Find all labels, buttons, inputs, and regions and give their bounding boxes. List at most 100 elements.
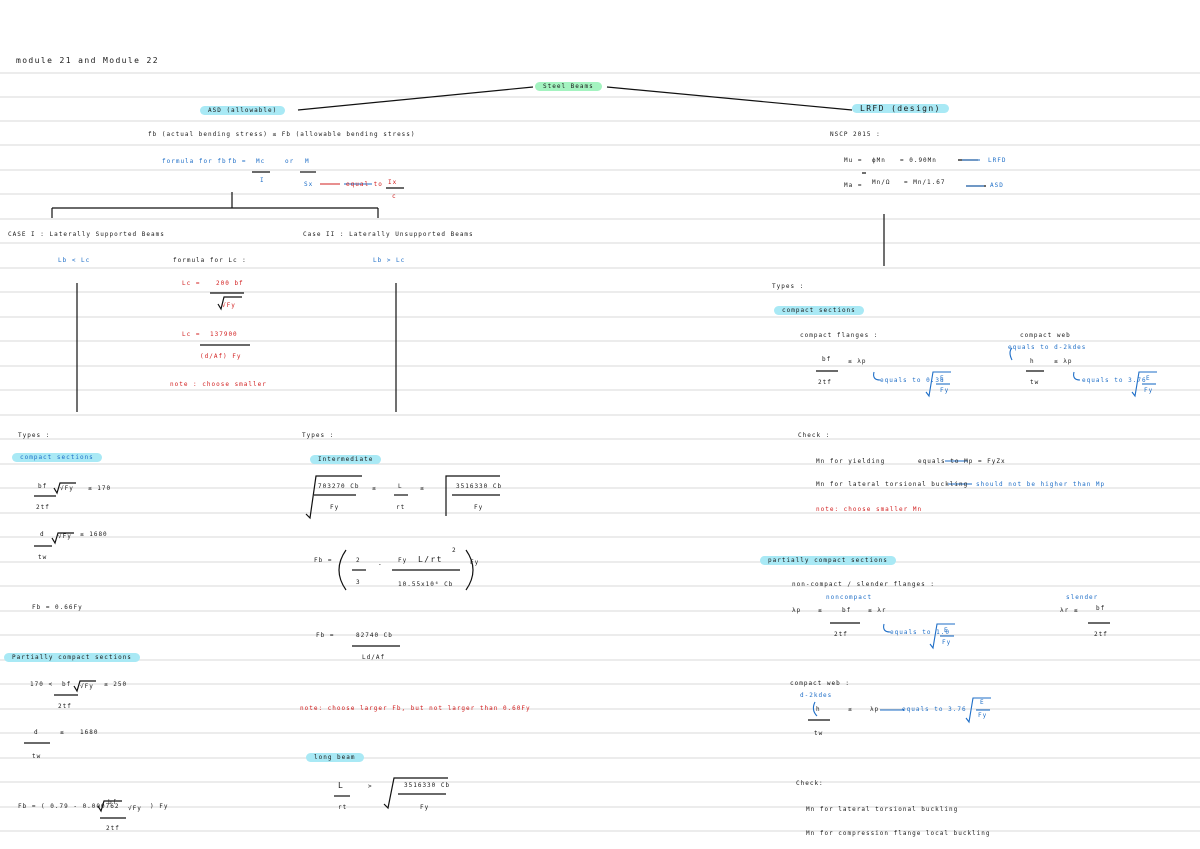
lb-gt-lc: Lb > Lc (373, 257, 406, 264)
formula-lc-label: formula for Lc : (173, 257, 247, 264)
topic-steel-beams: Steel Beams (535, 82, 602, 91)
long-l: L (338, 781, 345, 790)
branch-to-lrfd (606, 86, 853, 111)
fb-definition: fb (actual bending stress) ≤ Fb (allowab… (148, 131, 416, 138)
cf-fy: Fy (940, 387, 950, 394)
fb-mc: Mc (256, 158, 266, 165)
long-rt: rt (338, 804, 348, 811)
formula-fb-label: formula for fb (162, 158, 227, 165)
eq-167: = Mn/1.67 (904, 179, 946, 186)
fb-066: Fb = 0.66Fy (32, 604, 83, 611)
int-b-num: 3516330 Cb (456, 483, 503, 490)
c1-den: 2tf (36, 504, 50, 511)
compact-web-label: compact web (1020, 332, 1071, 339)
p1-den: 2tf (58, 703, 72, 710)
mu-lhs: Mu = (844, 157, 863, 164)
c2-num: d (40, 531, 45, 538)
cw2-num: h (816, 706, 821, 713)
eq-090: = 0.90Mn (900, 157, 937, 164)
nc-eq: equals to 1.0 (890, 629, 950, 636)
mn-ltb2: Mn for lateral torsional buckling (806, 806, 959, 813)
note-choose-smaller-lc: note : choose smaller (170, 381, 267, 388)
fb-sx: Sx (304, 181, 314, 188)
lc1-num: 200 bf (216, 280, 244, 287)
equals-to-label: equal to (346, 181, 383, 188)
lc1-den: √Fy (222, 302, 236, 309)
cw-eq: equals to 3.76 (1082, 377, 1147, 384)
p1-mid: √Fy (80, 683, 94, 690)
fb-i: I (260, 177, 265, 184)
asd-heading: ASD (allowable) (200, 106, 286, 115)
mn-flb: Mn for compression flange local buckling (806, 830, 991, 837)
p1-lhs: 170 < (30, 681, 54, 688)
cw-den: tw (1030, 379, 1040, 386)
int-le-1: ≤ (372, 485, 377, 492)
cw-note: equals to d-2kdes (1008, 344, 1087, 351)
cf-num: bf (822, 356, 832, 363)
case-2-title: Case II : Laterally Unsupported Beams (303, 231, 474, 238)
cw2-fy: Fy (978, 712, 988, 719)
fb-int-end: Fy (470, 559, 480, 566)
cf-rel: ≤ λp (848, 358, 867, 365)
fb-partial-fy: √Fy (128, 805, 142, 812)
long-gt: > (368, 783, 373, 790)
p2-val: 1680 (80, 729, 99, 736)
tag-asd: ASD (990, 182, 1004, 189)
case-1-title: CASE I : Laterally Supported Beams (8, 231, 165, 238)
lc2-lhs: Lc = (182, 331, 201, 338)
int-le-2: ≤ (420, 485, 425, 492)
cw-rel: ≤ λp (1054, 358, 1073, 365)
fb-int-2: 2 (356, 557, 361, 564)
int-rt: rt (396, 504, 406, 511)
p2-rel: ≤ (60, 729, 65, 736)
asd-types2-label: Types : (302, 432, 335, 439)
fb-partial-bf: bf (108, 799, 118, 806)
fb-int-lhs: Fb = (314, 557, 333, 564)
long-num: 3516330 Cb (404, 782, 451, 789)
cw2-note: d-2kdes (800, 692, 833, 699)
ix-num: Ix (388, 179, 398, 186)
ma-lhs: Ma = (844, 182, 863, 189)
cw2-lp: λp (870, 706, 880, 713)
cf-e: E (940, 375, 945, 382)
nc-le: ≤ (818, 607, 823, 614)
long-beam-label: long beam (306, 753, 364, 762)
fb-m: M (305, 158, 310, 165)
mn-yielding: Mn for yielding (816, 458, 886, 465)
sl-num: bf (1096, 605, 1106, 612)
nc-fy: Fy (942, 639, 952, 646)
mn-omega: Mn/Ω (872, 179, 891, 186)
note-choose-larger-fb: note: choose larger Fb, but not larger t… (300, 705, 531, 712)
fb-int-lrt: L/rt (418, 555, 443, 564)
phi-mn: ϕMn (872, 157, 886, 164)
p1-rel: ≤ 250 (104, 681, 128, 688)
sl-den: 2tf (1094, 631, 1108, 638)
fb-or: or (285, 158, 295, 165)
cw2-rel: ≤ (848, 706, 853, 713)
fb-long-lhs: Fb = (316, 632, 335, 639)
int-a-num: 703270 Cb (318, 483, 360, 490)
noncompact-title: non-compact / slender flanges : (792, 581, 935, 588)
lrfd-heading: LRFD (design) (852, 104, 949, 113)
compact-web2-label: compact web : (790, 680, 850, 687)
c2-mid: √Fy (58, 533, 72, 540)
fb-int-3: 3 (356, 579, 361, 586)
nc-lp: λp (792, 607, 802, 614)
int-a-den: Fy (330, 504, 340, 511)
page-title: module 21 and Module 22 (16, 56, 159, 65)
fb-partial: Fb = ( 0.79 - 0.000762 (18, 803, 120, 810)
fb-long-den: Ld/Af (362, 654, 386, 661)
lrfd-compact-sections: compact sections (774, 306, 864, 315)
fb-partial-end: ) Fy (150, 803, 169, 810)
lc2-num: 137900 (210, 331, 238, 338)
c2-rel: ≤ 1680 (80, 531, 108, 538)
p2-num: d (34, 729, 39, 736)
fb-int-den: 10.55x10⁶ Cb (398, 581, 454, 588)
cw-num: h (1030, 358, 1035, 365)
c1-mid: √Fy (60, 485, 74, 492)
cw2-eq: equals to 3.76 (902, 706, 967, 713)
note-choose-smaller-mn: note: choose smaller Mn (816, 506, 923, 513)
